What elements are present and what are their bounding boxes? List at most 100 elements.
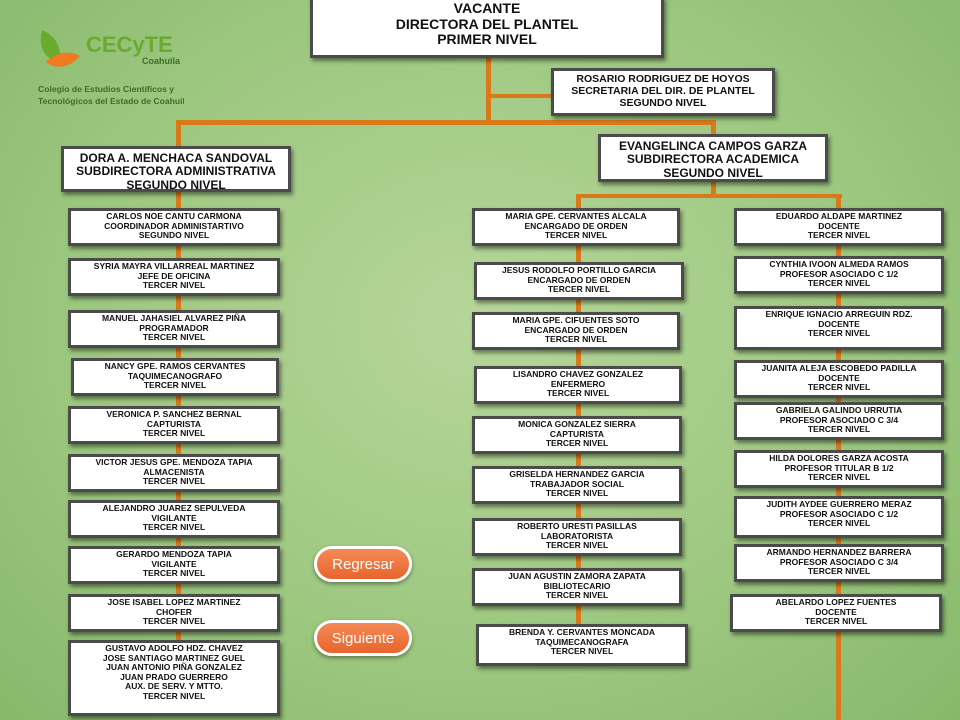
staff-card: CYNTHIA IVOON ALMEDA RAMOS PROFESOR ASOC… (734, 256, 944, 294)
staff-name: JESUS RODOLFO PORTILLO GARCIA (502, 265, 656, 275)
staff-role: PROFESOR ASOCIADO C 3/4 (779, 556, 899, 567)
staff-name: JOSE ISABEL LOPEZ MARTINEZ (107, 597, 241, 607)
staff-level: TERCER NIVEL (142, 568, 206, 579)
logo-brand: CECyTE (86, 32, 173, 57)
staff-card: GERARDO MENDOZA TAPIA VIGILANTE TERCER N… (68, 546, 280, 584)
back-button[interactable]: Regresar (314, 546, 412, 582)
staff-name: ROBERTO URESTI PASILLAS (517, 521, 637, 531)
director-role: DIRECTORA DEL PLANTEL (395, 15, 579, 32)
staff-name: EDUARDO ALDAPE MARTINEZ (775, 211, 903, 221)
staff-card: MONICA GONZALEZ SIERRA CAPTURISTA TERCER… (472, 416, 682, 454)
secretary-level: SEGUNDO NIVEL (619, 96, 707, 109)
staff-role: DOCENTE (818, 372, 860, 383)
staff-card: NANCY GPE. RAMOS CERVANTES TAQUIMECANOGR… (71, 358, 279, 396)
staff-level: TERCER NIVEL (544, 334, 608, 345)
staff-role: ENCARGADO DE ORDEN (527, 274, 631, 285)
logo-tagline-2: Tecnológicos del Estado de Coahuila (38, 96, 184, 106)
staff-role: ALMACENISTA (143, 466, 205, 477)
staff-role: PROFESOR ASOCIADO C 3/4 (779, 414, 899, 425)
staff-name: ARMANDO HERNANDEZ BARRERA (766, 547, 912, 557)
cecyte-logo: CECyTE Coahuila Colegio de Estudios Cien… (38, 30, 184, 106)
staff-role: VIGILANTE (151, 558, 197, 569)
director-box: VACANTE DIRECTORA DEL PLANTEL PRIMER NIV… (310, 0, 664, 58)
staff-card: ENRIQUE IGNACIO ARREGUIN RDZ. DOCENTE TE… (734, 306, 944, 350)
staff-name: ABELARDO LOPEZ FUENTES (775, 597, 897, 607)
staff-name: VICTOR JESUS GPE. MENDOZA TAPIA (95, 457, 253, 467)
staff-card: GRISELDA HERNANDEZ GARCIA TRABAJADOR SOC… (472, 466, 682, 504)
connector (576, 194, 581, 634)
staff-card: HILDA DOLORES GARZA ACOSTA PROFESOR TITU… (734, 450, 944, 488)
back-button-label: Regresar (332, 555, 394, 573)
staff-name: JUDITH AYDEE GUERRERO MERAZ (766, 499, 912, 509)
staff-card: JUAN AGUSTIN ZAMORA ZAPATA BIBLIOTECARIO… (472, 568, 682, 606)
staff-name: MONICA GONZALEZ SIERRA (518, 419, 636, 429)
staff-level: TERCER NIVEL (550, 646, 614, 657)
staff-level: TERCER NIVEL (804, 616, 868, 627)
academic-subdirector-level: SEGUNDO NIVEL (663, 165, 763, 180)
staff-level: TERCER NIVEL (143, 380, 207, 391)
staff-name: GRISELDA HERNANDEZ GARCIA (509, 469, 645, 479)
staff-level: TERCER NIVEL (807, 278, 871, 289)
staff-role: COORDINADOR ADMINISTARTIVO (104, 220, 244, 231)
staff-role: VIGILANTE (151, 512, 197, 523)
staff-card: ROBERTO URESTI PASILLAS LABORATORISTA TE… (472, 518, 682, 556)
logo-state: Coahuila (142, 56, 181, 66)
staff-card: MANUEL JAHASIEL ALVAREZ PIÑA PROGRAMADOR… (68, 310, 280, 348)
staff-name: GUSTAVO ADOLFO HDZ. CHAVEZ (105, 643, 243, 653)
staff-level: TERCER NIVEL (545, 488, 609, 499)
staff-card: VERONICA P. SANCHEZ BERNAL CAPTURISTA TE… (68, 406, 280, 444)
staff-level: TERCER NIVEL (545, 540, 609, 551)
staff-level: TERCER NIVEL (807, 382, 871, 393)
staff-card: MARIA GPE. CIFUENTES SOTO ENCARGADO DE O… (472, 312, 680, 350)
staff-name: VERONICA P. SANCHEZ BERNAL (106, 409, 242, 419)
staff-name: SYRIA MAYRA VILLARREAL MARTINEZ (93, 261, 255, 271)
staff-level: TERCER NIVEL (142, 476, 206, 487)
staff-role: CHOFER (156, 606, 192, 617)
staff-level: TERCER NIVEL (807, 230, 871, 241)
staff-card: ARMANDO HERNANDEZ BARRERA PROFESOR ASOCI… (734, 544, 944, 582)
staff-name: JUANITA ALEJA ESCOBEDO PADILLA (761, 363, 917, 373)
staff-level: TERCER NIVEL (142, 522, 206, 533)
director-name: VACANTE (453, 0, 521, 16)
staff-level: TERCER NIVEL (544, 230, 608, 241)
connector (711, 120, 716, 134)
staff-name: MANUEL JAHASIEL ALVAREZ PIÑA (101, 313, 247, 323)
secretary-role: SECRETARIA DEL DIR. DE PLANTEL (571, 84, 755, 97)
staff-name: GABRIELA GALINDO URRUTIA (775, 405, 903, 415)
logo-tagline-1: Colegio de Estudios Científicos y (38, 84, 174, 94)
staff-level: TERCER NIVEL (545, 438, 609, 449)
staff-role: ENCARGADO DE ORDEN (524, 324, 628, 335)
staff-card: JESUS RODOLFO PORTILLO GARCIA ENCARGADO … (474, 262, 684, 300)
staff-card: MARIA GPE. CERVANTES ALCALA ENCARGADO DE… (472, 208, 680, 246)
staff-role: ENFERMERO (550, 378, 606, 389)
staff-name: JUAN AGUSTIN ZAMORA ZAPATA (508, 571, 646, 581)
admin-subdirector-role: SUBDIRECTORA ADMINISTRATIVA (76, 164, 276, 179)
staff-role: PROGRAMADOR (139, 322, 209, 333)
academic-subdirector-box: EVANGELINCA CAMPOS GARZA SUBDIRECTORA AC… (598, 134, 828, 182)
staff-card: JUDITH AYDEE GUERRERO MERAZ PROFESOR ASO… (734, 496, 944, 538)
staff-card: GUSTAVO ADOLFO HDZ. CHAVEZ JOSE SANTIAGO… (68, 640, 280, 716)
connector (576, 194, 842, 198)
connector (176, 120, 181, 150)
staff-role: BIBLIOTECARIO (543, 580, 611, 591)
staff-name: ENRIQUE IGNACIO ARREGUIN RDZ. (765, 309, 913, 319)
staff-role: TAQUIMECANOGRAFA (535, 636, 629, 647)
connector (486, 94, 552, 98)
staff-card: ALEJANDRO JUAREZ SEPULVEDA VIGILANTE TER… (68, 500, 280, 538)
next-button[interactable]: Siguiente (314, 620, 412, 656)
connector (711, 182, 716, 198)
staff-name: JUAN ANTONIO PIÑA GONZALEZ (106, 662, 242, 673)
staff-role: TRABAJADOR SOCIAL (530, 478, 624, 489)
staff-name: CYNTHIA IVOON ALMEDA RAMOS (769, 259, 909, 269)
staff-role: PROFESOR ASOCIADO C 1/2 (779, 508, 899, 519)
admin-subdirector-name: DORA A. MENCHACA SANDOVAL (79, 151, 273, 165)
staff-card: CARLOS NOE CANTU CARMONA COORDINADOR ADM… (68, 208, 280, 246)
staff-name: LISANDRO CHAVEZ GONZALEZ (512, 369, 644, 379)
staff-name: MARIA GPE. CERVANTES ALCALA (505, 211, 647, 221)
staff-name: HILDA DOLORES GARZA ACOSTA (769, 453, 909, 463)
staff-level: TERCER NIVEL (142, 616, 206, 627)
staff-level: SEGUNDO NIVEL (138, 230, 210, 241)
staff-card: SYRIA MAYRA VILLARREAL MARTINEZ JEFE DE … (68, 258, 280, 296)
staff-level: TERCER NIVEL (807, 472, 871, 483)
staff-card: JOSE ISABEL LOPEZ MARTINEZ CHOFER TERCER… (68, 594, 280, 632)
